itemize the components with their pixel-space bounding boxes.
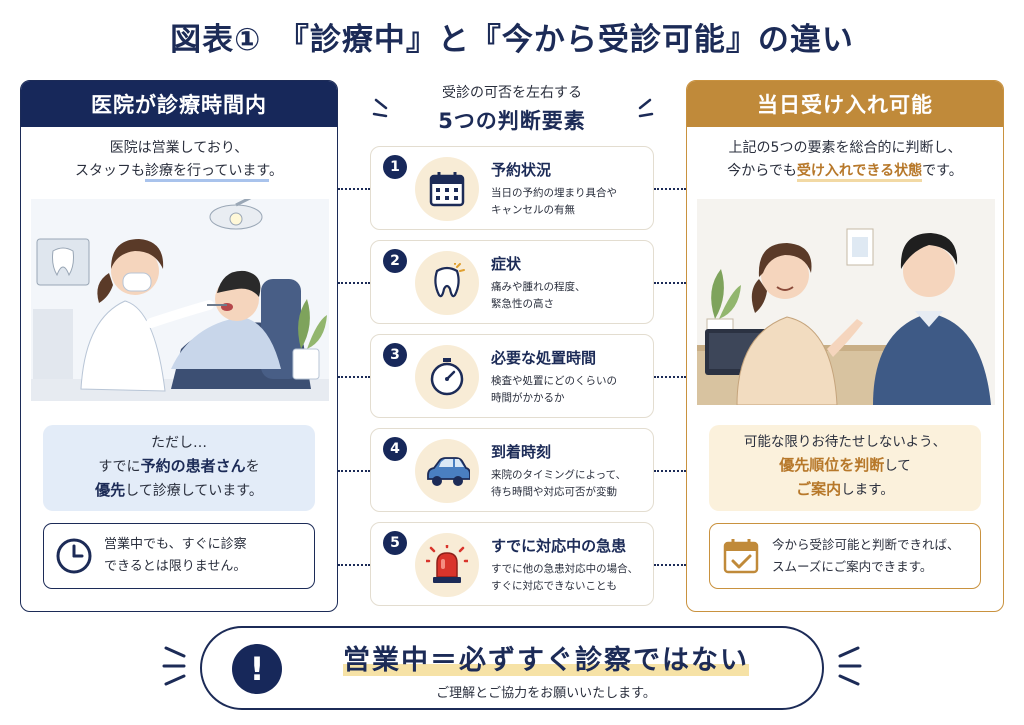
intro-line: 今からでも <box>727 163 797 179</box>
note-line: して <box>884 458 911 474</box>
factor-number: 1 <box>383 155 407 179</box>
connector-right <box>654 564 686 566</box>
factor-description-line: 痛みや腫れの程度、 <box>491 281 586 293</box>
factor-number: 3 <box>383 343 407 367</box>
note-emphasis: 予約の患者さん <box>140 457 246 475</box>
factor-description: 来院のタイミングによって、 待ち時間や対応可否が変動 <box>491 467 651 501</box>
factor-title: 症状 <box>491 255 522 273</box>
intro-emphasis: 診療を行っています <box>145 163 269 182</box>
note-emphasis: ご案内 <box>796 480 842 498</box>
factor-number: 2 <box>383 249 407 273</box>
factor-description-line: 緊急性の高さ <box>491 298 554 310</box>
intro-line: スタッフも <box>75 163 146 179</box>
intro-emphasis: 受け入れできる状態 <box>796 163 923 182</box>
factor-description: 当日の予約の埋まり具合や キャンセルの有無 <box>491 185 651 219</box>
factors-heading: 受診の可否を左右する 5つの判断要素 <box>370 82 654 135</box>
key-message: 営業中＝必ずすぐ診察ではない <box>296 638 796 677</box>
factor-symptoms: 2 症状 痛みや腫れの程度、 緊急性の高さ <box>370 240 654 324</box>
intro-line: 。 <box>268 163 283 179</box>
factor-description: 痛みや腫れの程度、 緊急性の高さ <box>491 279 651 313</box>
connector-left <box>338 470 370 472</box>
connector-left <box>338 564 370 566</box>
calendar-check-icon <box>723 539 759 574</box>
factor-description-line: キャンセルの有無 <box>491 204 575 216</box>
factor-title: 予約状況 <box>491 161 552 179</box>
intro-line: 上記の5つの要素を総合的に判断し、 <box>728 140 962 156</box>
note-emphasis: 優先 <box>95 481 126 499</box>
note-line: を <box>245 459 260 475</box>
emphasis-lines-left <box>162 646 186 686</box>
factor-description-line: 時間がかかるか <box>491 392 565 404</box>
panel-same-day-header: 当日受け入れ可能 <box>687 81 1003 127</box>
factor-title: 到着時刻 <box>491 443 552 461</box>
exclamation-icon: ! <box>232 644 282 694</box>
panel-in-hours: 医院が診療時間内 医院は営業しており、 スタッフも診療を行っています。 ただし…… <box>20 80 338 612</box>
connector-right <box>654 376 686 378</box>
note-line: 営業中でも、すぐに診察 <box>104 537 247 552</box>
clock-icon <box>56 538 92 574</box>
note-line: します。 <box>841 482 894 498</box>
factor-description-line: すでに他の急患対応中の場合、 <box>491 563 639 575</box>
priority-note: ただし… すでに予約の患者さんを 優先して診療しています。 <box>43 425 315 511</box>
note-line: 可能な限りお待たせしないよう、 <box>743 434 947 450</box>
emphasis-lines-right <box>638 98 654 118</box>
key-message-subtext: ご理解とご協力をお願いいたします。 <box>436 686 656 701</box>
factor-current-emergency: 5 すでに対応中の急患 すでに他の急患対応中の場合、 すぐに対応できないことも <box>370 522 654 606</box>
note-line: できるとは限りません。 <box>104 559 247 574</box>
note-line: スムーズにご案内できます。 <box>772 559 933 574</box>
note-line: 今から受診可能と判断できれば、 <box>772 537 960 552</box>
siren-icon <box>426 545 468 583</box>
intro-line: 医院は営業しており、 <box>109 140 249 156</box>
note-line: して診療しています。 <box>125 483 263 499</box>
factor-description-line: すぐに対応できないことも <box>491 580 617 592</box>
factor-treatment-time: 3 必要な処置時間 検査や処置にどのくらいの 時間がかかるか <box>370 334 654 418</box>
page-title: 図表① 『診療中』と『今から受診可能』の違い <box>170 22 854 58</box>
factors-subheading: 受診の可否を左右する <box>442 85 582 101</box>
factor-description: すでに他の急患対応中の場合、 すぐに対応できないことも <box>491 561 651 595</box>
factors-main-heading: 5つの判断要素 <box>438 109 586 133</box>
factor-description-line: 検査や処置にどのくらいの <box>491 375 617 387</box>
not-immediate-note: 営業中でも、すぐに診察 できるとは限りません。 <box>43 523 315 589</box>
factor-number: 5 <box>383 531 407 555</box>
connector-left <box>338 376 370 378</box>
key-message-text: 営業中＝必ずすぐ診察ではない <box>343 645 749 676</box>
emphasis-lines-right <box>838 646 862 686</box>
priority-judgment-note: 可能な限りお待たせしないよう、 優先順位を判断して ご案内します。 <box>709 425 981 511</box>
panel-same-day-intro: 上記の5つの要素を総合的に判断し、 今からでも受け入れできる状態です。 <box>687 137 1003 183</box>
factor-description-line: 当日の予約の埋まり具合や <box>491 187 617 199</box>
tooth-icon <box>434 263 465 298</box>
connector-right <box>654 470 686 472</box>
connector-left <box>338 188 370 190</box>
reception-staff-illustration <box>697 199 995 405</box>
factor-number: 4 <box>383 437 407 461</box>
note-emphasis: 優先順位を判断 <box>779 456 885 474</box>
panel-in-hours-header: 医院が診療時間内 <box>21 81 337 127</box>
intro-line: です。 <box>922 163 963 179</box>
smooth-guidance-note: 今から受診可能と判断できれば、 スムーズにご案内できます。 <box>709 523 981 589</box>
connector-right <box>654 282 686 284</box>
factor-title: 必要な処置時間 <box>491 349 597 367</box>
factor-description-line: 待ち時間や対応可否が変動 <box>491 486 617 498</box>
dentist-treating-patient-illustration <box>31 199 329 401</box>
panel-in-hours-intro: 医院は営業しており、 スタッフも診療を行っています。 <box>21 137 337 183</box>
note-line: ただし… <box>151 435 207 451</box>
note-line: すでに <box>98 459 141 475</box>
key-message-banner: ! 営業中＝必ずすぐ診察ではない ご理解とご協力をお願いいたします。 <box>200 626 824 710</box>
car-icon <box>427 457 470 486</box>
factor-arrival-time: 4 到着時刻 来院のタイミングによって、 待ち時間や対応可否が変動 <box>370 428 654 512</box>
connector-right <box>654 188 686 190</box>
factor-title: すでに対応中の急患 <box>491 537 627 555</box>
stopwatch-icon <box>430 358 464 396</box>
factor-description: 検査や処置にどのくらいの 時間がかかるか <box>491 373 651 407</box>
factor-reservation-status: 1 予約状況 当日の予約の埋まり具合や キャンセルの有無 <box>370 146 654 230</box>
emphasis-lines-left <box>372 98 388 118</box>
panel-same-day-available: 当日受け入れ可能 上記の5つの要素を総合的に判断し、 今からでも受け入れできる状… <box>686 80 1004 612</box>
factor-description-line: 来院のタイミングによって、 <box>491 469 627 481</box>
calendar-icon <box>429 172 465 207</box>
connector-left <box>338 282 370 284</box>
